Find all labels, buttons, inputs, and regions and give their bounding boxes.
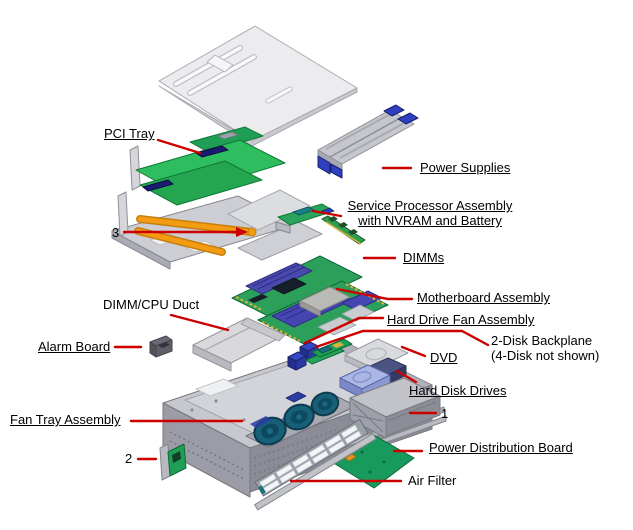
leader-backplane: [314, 329, 490, 349]
label-fan-tray: Fan Tray Assembly: [10, 412, 121, 427]
label-air-filter: Air Filter: [408, 473, 457, 488]
leader-motherboard: [335, 287, 414, 301]
top-cover-part: [158, 25, 358, 147]
label-pci-tray: PCI Tray: [104, 126, 155, 141]
label-power-supplies: Power Supplies: [420, 160, 511, 175]
leader-lines: [113, 138, 490, 483]
label-hard-disk-drives: Hard Disk Drives: [409, 383, 507, 398]
label-motherboard: Motherboard Assembly: [417, 290, 550, 305]
bracket-part-2: [159, 443, 187, 481]
leader-pci-tray: [156, 138, 202, 155]
dimm-cpu-duct-part: [192, 317, 286, 372]
arrowhead-item-3: [236, 227, 248, 237]
chassis-mid-tray-part: [227, 189, 323, 261]
label-alarm-board: Alarm Board: [38, 339, 111, 354]
air-filter-part: [254, 418, 377, 511]
alarm-board-part: [149, 335, 173, 358]
backplane-part: [305, 338, 353, 365]
label-item-3: 3: [112, 225, 120, 240]
leader-service-processor: [311, 209, 343, 218]
leader-dvd: [400, 345, 427, 358]
label-hard-drive-fan: Hard Drive Fan Assembly: [387, 312, 535, 327]
fan-tray-part: [245, 391, 357, 448]
hard-disk-drives-part: [339, 357, 407, 399]
label-backplane-line1: 2-Disk Backplane: [491, 333, 593, 348]
label-service-processor: Service Processor Assembly with NVRAM an…: [337, 198, 523, 228]
label-item-1: 1: [441, 406, 449, 421]
label-service-processor-line2: with NVRAM and Battery: [358, 213, 502, 228]
label-dvd: DVD: [430, 350, 458, 365]
label-dimm-cpu-duct: DIMM/CPU Duct: [103, 297, 200, 312]
leader-hard-disk-drives: [395, 369, 418, 384]
dimm-module-part: [321, 215, 366, 245]
label-power-distribution: Power Distribution Board: [429, 440, 573, 455]
label-service-processor-line1: Service Processor Assembly: [347, 198, 513, 213]
label-backplane-line2: (4-Disk not shown): [491, 348, 600, 363]
label-item-2: 2: [125, 451, 133, 466]
leader-dimm-cpu-duct: [169, 313, 230, 332]
label-backplane: 2-Disk Backplane (4-Disk not shown): [491, 333, 599, 363]
power-supplies-part: [317, 104, 419, 179]
leader-hard-drive-fan: [303, 316, 385, 345]
label-dimms: DIMMs: [403, 250, 445, 265]
